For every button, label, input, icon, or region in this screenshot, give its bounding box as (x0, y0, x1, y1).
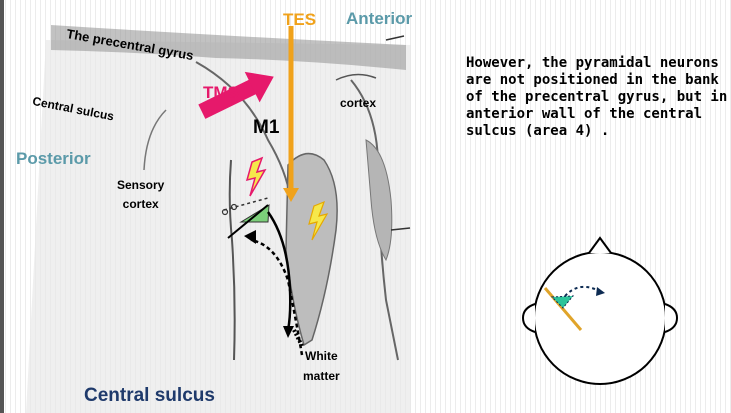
sensory-line2: cortex (117, 195, 164, 214)
sensory-line1: Sensory (117, 176, 164, 195)
nose (589, 238, 611, 253)
slide-left-border (0, 0, 4, 413)
tms-label: TMS (203, 83, 239, 103)
central-sulcus-bottom-label: Central sulcus (84, 385, 215, 407)
brain-figure: TES Anterior The precentral gyrus TMS Ce… (6, 0, 416, 413)
description-text: However, the pyramidal neurons are not p… (466, 55, 728, 140)
m1-label: M1 (253, 117, 279, 139)
sensory-cortex-label: Sensory cortex (117, 176, 164, 214)
upper-right-tick (386, 36, 404, 40)
brain-diagram (6, 0, 416, 413)
head-top-view-icon (505, 236, 695, 404)
white-line1: White (303, 346, 340, 366)
head-diagram (505, 236, 695, 404)
anterior-label: Anterior (346, 9, 412, 29)
head-circle (534, 252, 666, 384)
posterior-label: Posterior (16, 149, 91, 169)
white-matter-label: White matter (303, 346, 340, 386)
tes-label: TES (283, 10, 316, 30)
white-line2: matter (303, 366, 340, 386)
left-ear (523, 304, 535, 332)
cortex-label: cortex (340, 96, 376, 110)
right-ear (665, 304, 677, 332)
